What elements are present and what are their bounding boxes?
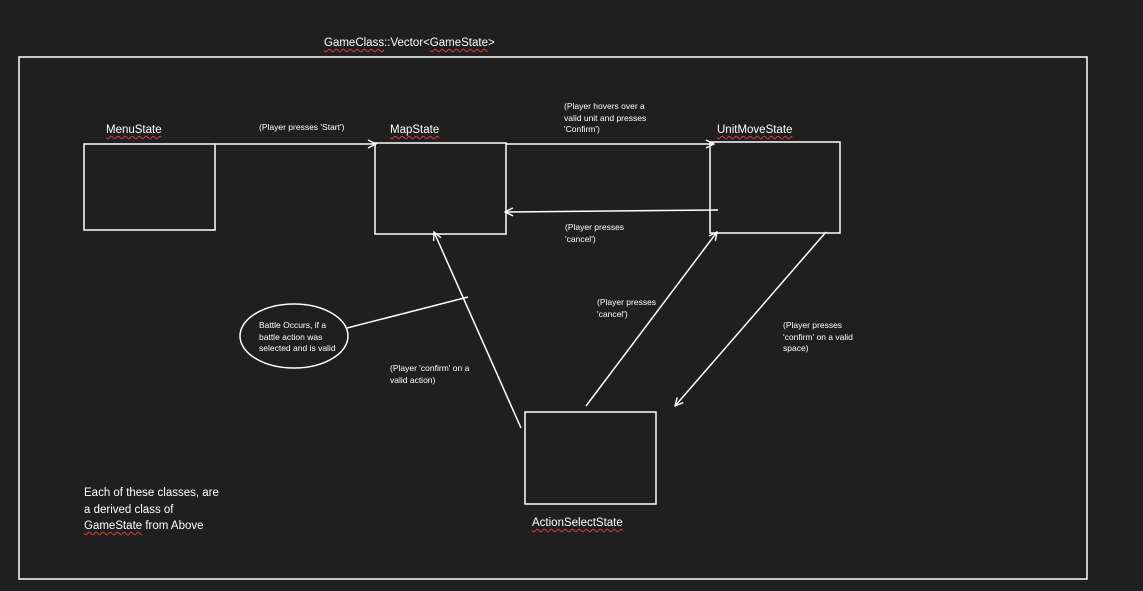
footer-line-2: a derived class of: [84, 503, 174, 516]
outer-container-box: [18, 56, 1088, 580]
game-class-header: GameClass::Vector<GameState>: [324, 37, 495, 49]
battle-note-connector: [346, 296, 469, 329]
map-state-box: [374, 142, 507, 235]
footer-line-1: Each of these classes, are: [84, 487, 219, 499]
header-vector-text: ::Vector<: [384, 37, 430, 49]
arrow-unit-move-to-map: [505, 210, 719, 212]
battle-note-ellipse: [239, 303, 349, 369]
unit-move-state-box: [709, 141, 841, 234]
footer-from-above: from Above: [142, 520, 204, 532]
transition-label-cancel-to-map: (Player presses 'cancel'): [565, 222, 625, 244]
transition-label-cancel-to-unit: (Player presses 'cancel'): [597, 297, 657, 319]
unit-move-state-label: UnitMoveState: [717, 124, 793, 136]
footer-note: Each of these classes, are a derived cla…: [84, 485, 264, 535]
arrow-action-to-unit-move: [585, 232, 717, 407]
footer-gamestate-word: GameState: [84, 520, 143, 532]
arrow-unit-move-to-action: [675, 231, 827, 406]
menu-state-label: MenuState: [106, 124, 162, 136]
transition-label-start: (Player presses 'Start'): [259, 122, 345, 132]
arrow-action-to-map: [434, 232, 522, 429]
action-select-state-box: [524, 411, 657, 505]
header-class-name: GameClass: [324, 37, 385, 49]
transition-label-hover-confirm: (Player hovers over a valid unit and pre…: [564, 101, 647, 134]
header-close-text: >: [487, 37, 495, 49]
map-state-label: MapState: [390, 124, 440, 136]
footer-line-3: GameState from Above: [84, 518, 264, 535]
menu-state-box: [83, 143, 216, 231]
action-select-state-label: ActionSelectState: [532, 517, 623, 529]
transition-label-confirm-space: (Player presses 'confirm' on a valid spa…: [783, 320, 853, 353]
header-type-name: GameState: [429, 37, 488, 49]
battle-note-text: Battle Occurs, if a battle action was se…: [259, 320, 336, 353]
transition-label-confirm-action: (Player 'confirm' on a valid action): [390, 363, 470, 385]
